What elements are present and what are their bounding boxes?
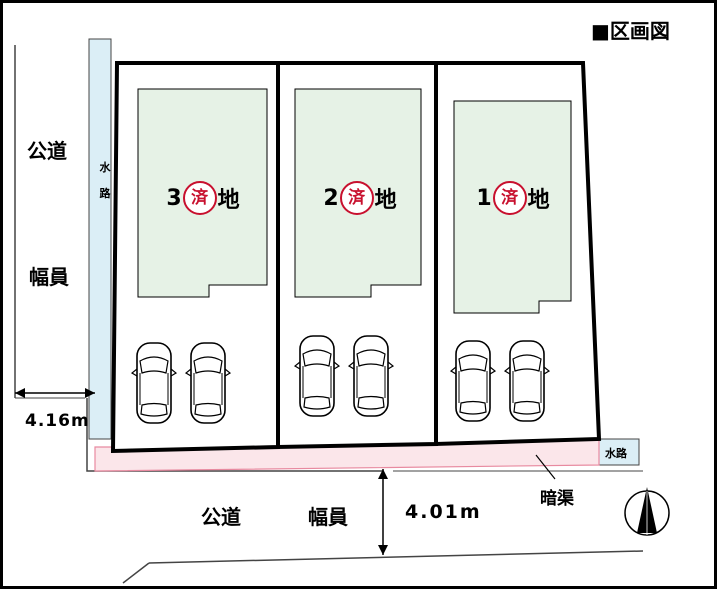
sold-stamp-icon: 済 bbox=[492, 181, 527, 215]
car-icon bbox=[348, 335, 394, 417]
lot-number: 1 bbox=[476, 185, 492, 211]
site-plan-drawing bbox=[14, 38, 670, 584]
left-road-label: 公道 bbox=[27, 139, 67, 163]
lot-1-label[interactable]: 1 済 地 bbox=[468, 181, 558, 215]
waterway-strip-left bbox=[88, 38, 112, 440]
car-icon bbox=[294, 335, 340, 417]
waterway-label-bottom: 水路 bbox=[605, 447, 627, 460]
culvert-label: 暗渠 bbox=[540, 489, 574, 509]
sold-stamp-icon: 済 bbox=[339, 181, 374, 215]
page-title: ■区画図 bbox=[591, 19, 670, 43]
lot-number: 2 bbox=[323, 185, 339, 211]
road-edge-bottom bbox=[122, 562, 150, 584]
bottom-road-label: 公道 bbox=[201, 505, 241, 529]
car-icon bbox=[131, 342, 177, 424]
car-icon bbox=[450, 340, 496, 422]
left-road-width-value: 4.16m bbox=[25, 411, 90, 431]
lot-suffix: 地 bbox=[217, 188, 240, 213]
car-icon bbox=[504, 340, 550, 422]
bottom-road-width-label: 幅員 bbox=[308, 505, 348, 529]
waterway-strip-bottom bbox=[598, 438, 640, 466]
lot-number: 3 bbox=[166, 185, 182, 211]
lot-2-label[interactable]: 2 済 地 bbox=[315, 181, 405, 215]
sold-stamp-icon: 済 bbox=[182, 181, 217, 215]
culvert-leader bbox=[535, 454, 556, 480]
north-arrow-icon bbox=[624, 487, 670, 536]
car-icon bbox=[185, 342, 231, 424]
lot-suffix: 地 bbox=[374, 188, 397, 213]
bottom-road-width-value: 4.01m bbox=[405, 501, 482, 523]
left-road-width-label: 幅員 bbox=[29, 265, 69, 289]
lot-suffix: 地 bbox=[527, 188, 550, 213]
waterway-label-left: 水路 bbox=[99, 161, 111, 200]
lot-3-label[interactable]: 3 済 地 bbox=[158, 181, 248, 215]
